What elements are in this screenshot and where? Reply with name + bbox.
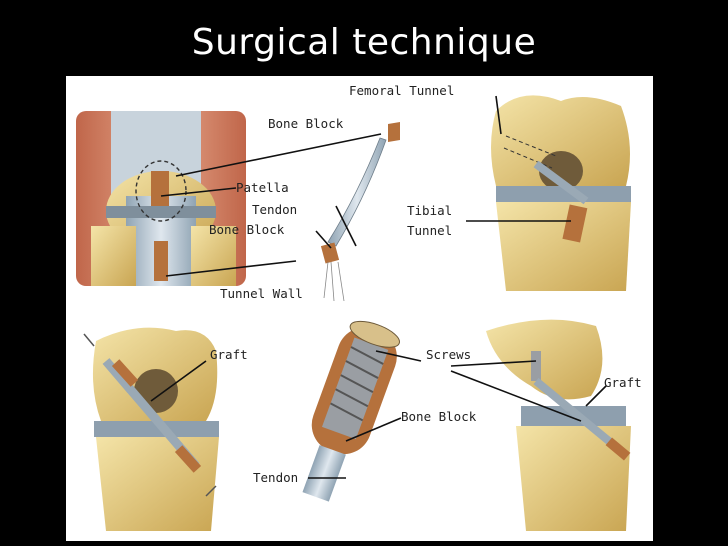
- label-tunnel-wall: Tunnel Wall: [220, 286, 303, 301]
- label-bone-block-mid: Bone Block: [209, 222, 285, 237]
- bone-tendon-bone-graft: [320, 122, 400, 302]
- label-tendon-top: Tendon: [252, 202, 297, 217]
- graft-in-place-illustration: [83, 327, 219, 531]
- knee-tunnels-illustration: [491, 95, 631, 291]
- label-bone-block-top: Bone Block: [268, 116, 344, 131]
- label-patella: Patella: [236, 180, 289, 195]
- label-bone-block-bottom: Bone Block: [401, 409, 477, 424]
- illustration-panel: Bone Block Patella Tendon Bone Block Tun…: [66, 76, 653, 541]
- knee-front-harvest-illustration: [76, 111, 246, 286]
- label-graft-right: Graft: [604, 375, 642, 390]
- surgical-technique-diagram: Bone Block Patella Tendon Bone Block Tun…: [76, 83, 642, 531]
- label-tibial: Tibial: [407, 203, 452, 218]
- label-tendon-bottom: Tendon: [253, 470, 298, 485]
- label-femoral-tunnel: Femoral Tunnel: [349, 83, 454, 98]
- label-tunnel: Tunnel: [407, 223, 452, 238]
- label-graft-left: Graft: [210, 347, 248, 362]
- leader-lines: [150, 95, 607, 479]
- sagittal-fixation-illustration: [486, 319, 631, 531]
- label-screws: Screws: [426, 347, 471, 362]
- slide-title: Surgical technique: [191, 22, 537, 63]
- interference-screw-illustration: [302, 320, 400, 502]
